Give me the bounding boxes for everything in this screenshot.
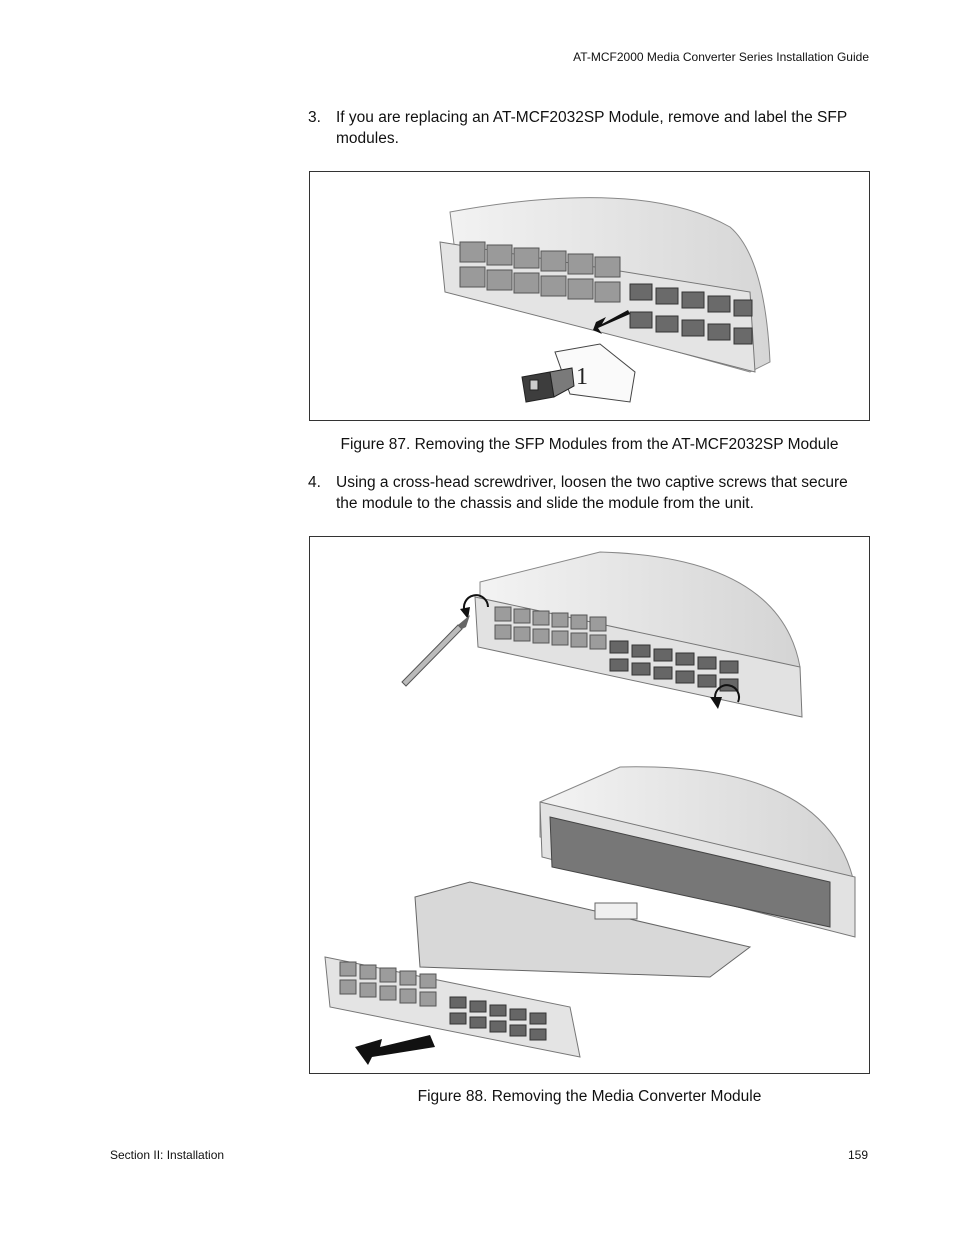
step-text: Using a cross-head screwdriver, loosen t… <box>336 474 848 512</box>
rj45-port-block <box>339 961 437 1007</box>
sfp-module <box>521 367 575 403</box>
sfp-port-block <box>629 283 753 345</box>
figure-88-illustration <box>309 536 870 1074</box>
running-header: AT-MCF2000 Media Converter Series Instal… <box>573 50 869 64</box>
sfp-port-block <box>609 640 739 692</box>
step-number: 4. <box>308 474 321 491</box>
figure-88-caption: Figure 88. Removing the Media Converter … <box>417 1088 762 1105</box>
page-number: 159 <box>847 1148 868 1162</box>
rotate-ccw-icon <box>714 684 740 703</box>
empty-slot <box>549 816 831 928</box>
removal-arrow-icon <box>593 310 630 334</box>
sfp-label-tag-number: 1 <box>576 364 588 390</box>
rj45-port-block <box>494 606 607 650</box>
footer-section: Section II: Installation <box>110 1148 225 1162</box>
figure-87-illustration: 1 <box>309 171 870 421</box>
rj45-port-block <box>459 241 621 303</box>
sfp-port-block <box>449 996 547 1041</box>
step-4: 4. Using a cross-head screwdriver, loose… <box>308 472 873 514</box>
screwdriver <box>401 624 463 687</box>
figure-87-caption: Figure 87. Removing the SFP Modules from… <box>340 436 839 453</box>
step-3: 3. If you are replacing an AT-MCF2032SP … <box>308 107 873 149</box>
step-text: If you are replacing an AT-MCF2032SP Mod… <box>336 109 847 147</box>
step-number: 3. <box>308 109 321 126</box>
slide-out-arrow-icon <box>355 1035 435 1065</box>
rotate-ccw-icon <box>463 594 489 613</box>
